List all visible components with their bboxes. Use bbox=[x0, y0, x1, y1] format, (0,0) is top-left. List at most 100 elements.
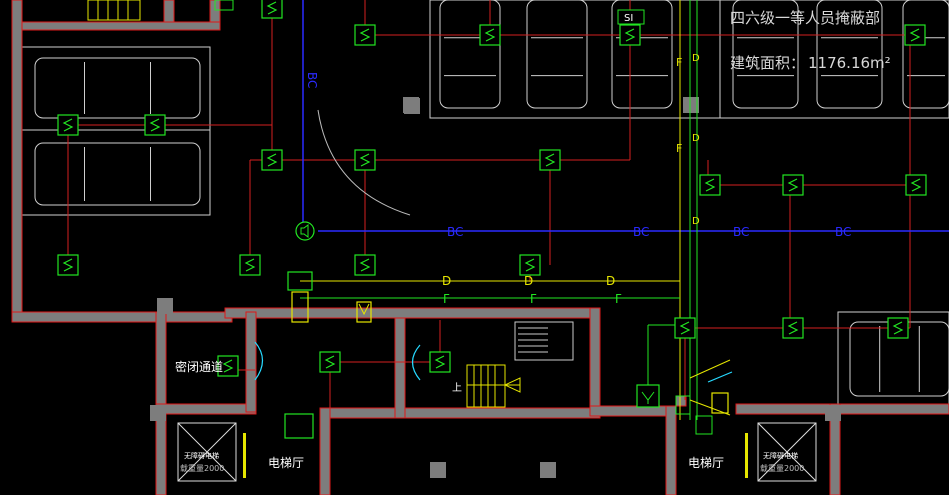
fan-unit-icon[interactable] bbox=[284, 413, 314, 439]
bc-tag: BC bbox=[835, 225, 851, 239]
smoke-detector-icon[interactable] bbox=[782, 174, 804, 196]
column-block bbox=[825, 405, 841, 421]
smoke-detector-icon[interactable] bbox=[144, 114, 166, 136]
fan-unit-icon[interactable] bbox=[291, 291, 309, 323]
stairs-up-label: 上 bbox=[452, 382, 462, 394]
door-swing-arc bbox=[317, 109, 411, 216]
smoke-detector-glyph bbox=[787, 321, 799, 335]
elevator-right-title: 无障碍电梯 bbox=[763, 451, 798, 460]
smoke-detector-glyph bbox=[624, 28, 636, 42]
smoke-detector-icon[interactable] bbox=[699, 174, 721, 196]
car-body bbox=[732, 0, 799, 109]
smoke-detector-icon[interactable] bbox=[539, 149, 561, 171]
smoke-detector-icon[interactable] bbox=[57, 114, 79, 136]
car-body bbox=[611, 0, 673, 109]
wall-segment bbox=[11, 0, 23, 319]
smoke-detector-glyph bbox=[266, 1, 278, 15]
smoke-detector-icon[interactable] bbox=[782, 317, 804, 339]
smoke-detector-glyph bbox=[266, 153, 278, 167]
smoke-detector-glyph bbox=[892, 321, 904, 335]
smoke-detector-icon[interactable] bbox=[905, 174, 927, 196]
column-block bbox=[150, 405, 166, 421]
smoke-detector-icon[interactable] bbox=[904, 24, 926, 46]
smoke-detector-icon[interactable] bbox=[479, 24, 501, 46]
wall-segment bbox=[735, 403, 949, 415]
smoke-detector-icon[interactable] bbox=[354, 149, 376, 171]
smoke-detector-glyph bbox=[359, 28, 371, 42]
smoke-detector-icon[interactable] bbox=[261, 0, 283, 19]
blast-door[interactable] bbox=[254, 341, 264, 381]
sensor-tag-box[interactable] bbox=[617, 9, 645, 25]
car-body bbox=[34, 142, 201, 206]
wall-group bbox=[11, 0, 949, 495]
smoke-detector-glyph bbox=[524, 258, 536, 272]
smoke-detector-icon[interactable] bbox=[261, 149, 283, 171]
d-tag-vertical: D bbox=[692, 216, 700, 227]
blast-door[interactable] bbox=[707, 371, 733, 383]
d-tag: D bbox=[524, 274, 533, 288]
wall-segment bbox=[319, 407, 331, 495]
smoke-detector-glyph bbox=[484, 28, 496, 42]
smoke-detector-icon[interactable] bbox=[429, 351, 451, 373]
wall-segment bbox=[224, 307, 598, 319]
bc-tag: BC bbox=[633, 225, 649, 239]
wall-segment bbox=[665, 405, 677, 495]
stair-run[interactable] bbox=[466, 364, 506, 408]
blast-door[interactable] bbox=[411, 344, 421, 381]
d-tag: D bbox=[606, 274, 615, 288]
f-tag: F bbox=[615, 292, 622, 306]
d-tag: D bbox=[442, 274, 451, 288]
car-outline bbox=[816, 0, 883, 109]
f-tag-vertical: F bbox=[676, 142, 682, 155]
smoke-detector-icon[interactable] bbox=[519, 254, 541, 276]
door-group bbox=[254, 341, 733, 383]
smoke-detector-glyph bbox=[324, 355, 336, 369]
smoke-detector-glyph bbox=[787, 178, 799, 192]
ventilation-unit[interactable] bbox=[514, 321, 574, 361]
elevator-group: 无障碍电梯 载重量2000 无障碍电梯 载重量2000 bbox=[177, 422, 817, 482]
bc-tag-vertical: BC bbox=[305, 72, 319, 88]
smoke-detector-glyph bbox=[359, 258, 371, 272]
d-tag-vertical: D bbox=[692, 133, 700, 144]
smoke-detector-icon[interactable] bbox=[319, 351, 341, 373]
car-outline bbox=[34, 142, 201, 206]
smoke-detector-glyph bbox=[244, 258, 256, 272]
control-module-icon[interactable] bbox=[695, 415, 713, 435]
car-body bbox=[902, 0, 949, 109]
control-module-icon[interactable] bbox=[214, 0, 234, 11]
smoke-detector-frame bbox=[261, 0, 283, 19]
car-outline bbox=[732, 0, 799, 109]
damper-icon[interactable] bbox=[711, 392, 729, 414]
elevator-left-spec: 载重量2000 bbox=[180, 463, 224, 473]
control-module-icon[interactable] bbox=[675, 395, 691, 415]
smoke-detector-icon[interactable] bbox=[887, 317, 909, 339]
wall-segment bbox=[394, 317, 406, 419]
red-wiring-group bbox=[67, 0, 911, 410]
wall-segment bbox=[155, 403, 257, 415]
smoke-detector-glyph bbox=[909, 28, 921, 42]
speaker-icon[interactable] bbox=[295, 221, 315, 241]
smoke-detector-icon[interactable] bbox=[354, 24, 376, 46]
smoke-detector-icon[interactable] bbox=[57, 254, 79, 276]
area-value: 1176.16m² bbox=[808, 54, 891, 72]
fire-hydrant-icon[interactable] bbox=[636, 384, 660, 408]
smoke-detector-glyph bbox=[222, 359, 234, 373]
smoke-detector-icon[interactable] bbox=[239, 254, 261, 276]
smoke-detector-icon[interactable] bbox=[217, 355, 239, 377]
zone-title: 四六级一等人员掩蔽部 bbox=[730, 9, 880, 27]
smoke-detector-icon[interactable] bbox=[674, 317, 696, 339]
damper-icon[interactable] bbox=[356, 301, 372, 323]
elevator-car-left[interactable] bbox=[177, 422, 237, 482]
device-group: SI bbox=[214, 0, 731, 439]
wall-segment bbox=[319, 407, 601, 419]
fan-unit-icon[interactable] bbox=[287, 271, 313, 291]
bc-tag: BC bbox=[447, 225, 463, 239]
smoke-detector-glyph bbox=[704, 178, 716, 192]
elevator-car-right[interactable] bbox=[757, 422, 817, 482]
smoke-detector-glyph bbox=[62, 118, 74, 132]
smoke-detector-icon[interactable] bbox=[619, 24, 641, 46]
smoke-detector-glyph bbox=[910, 178, 922, 192]
sensor-tag-label: SI bbox=[624, 13, 633, 24]
smoke-detector-icon[interactable] bbox=[354, 254, 376, 276]
